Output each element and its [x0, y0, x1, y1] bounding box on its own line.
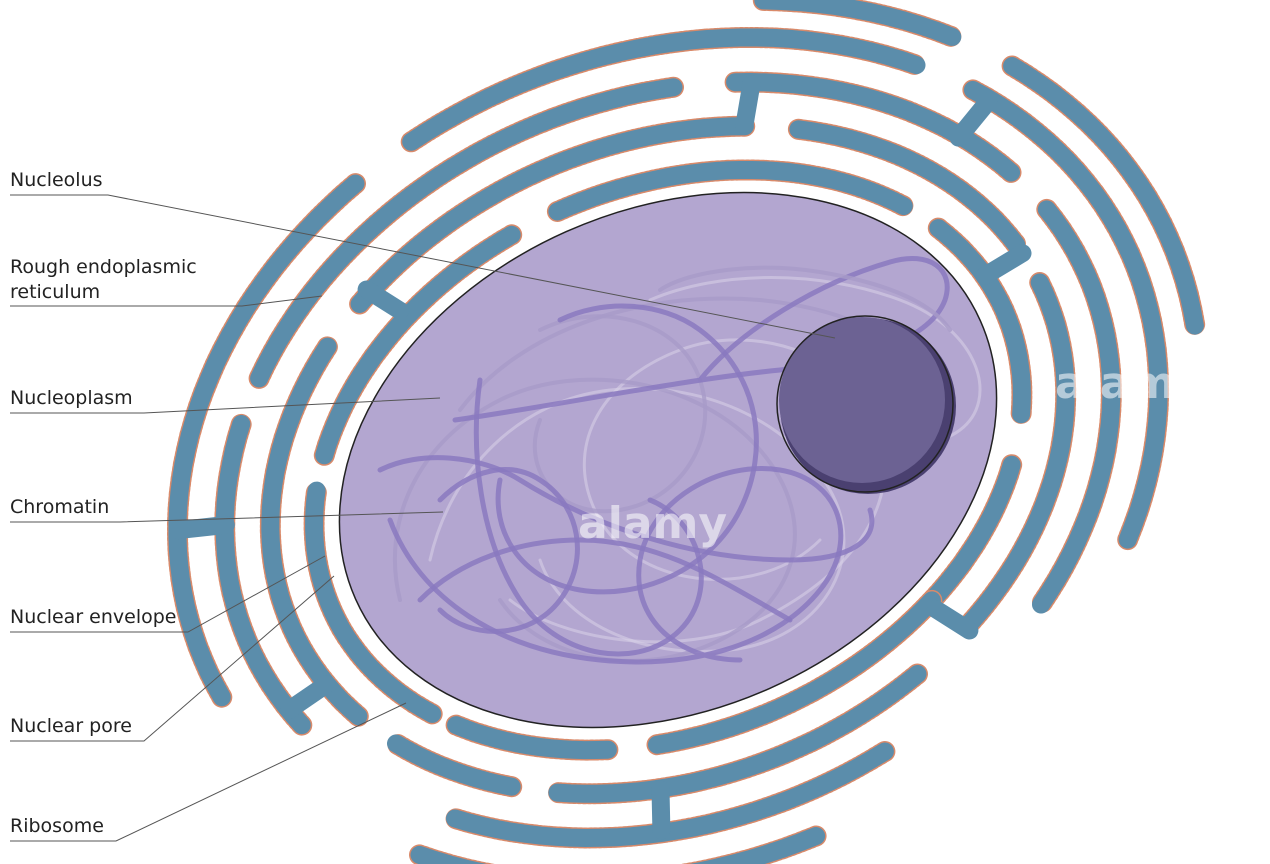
watermark-text-right: alamy [1055, 358, 1204, 409]
er-cisterna [402, 28, 926, 151]
er-cisterna [215, 415, 311, 735]
er-cisterna [261, 337, 368, 726]
label-nuclear-pore: Nuclear pore [10, 715, 132, 737]
chromatin-strands [377, 255, 982, 665]
label-nuclear-envelope: Nuclear envelope [10, 606, 176, 628]
label-nucleolus: Nucleolus [10, 169, 103, 191]
er-cisterna [648, 591, 941, 754]
er-cisterna [387, 734, 521, 796]
er-bridge [926, 600, 979, 640]
er-bridge [651, 780, 671, 840]
er-cisterna [305, 481, 442, 723]
leader-nuclear-envelope [10, 555, 326, 633]
er-cisterna [410, 827, 826, 864]
nucleus [338, 191, 998, 729]
er-cisterna [548, 665, 927, 803]
leader-ribosome [10, 702, 407, 842]
label-chromatin: Chromatin [10, 496, 109, 518]
nucleolus-outline [776, 315, 954, 493]
er-cisterna [1003, 57, 1204, 335]
chromatin-strand [452, 255, 950, 423]
chromatin-strand [495, 303, 759, 595]
nucleolus [776, 315, 956, 494]
er-cisterna [168, 174, 365, 707]
er-bridge [279, 675, 336, 720]
er-bridge [169, 515, 235, 540]
er-cisterna [350, 117, 754, 313]
leader-nuclear-pore [10, 575, 335, 742]
watermark-text: alamy [578, 498, 727, 549]
chromatin-strand [387, 466, 844, 665]
er-bridge [949, 92, 998, 147]
er-cisterna [958, 273, 1075, 636]
er-cisterna [754, 0, 962, 46]
er-cisterna [315, 225, 521, 465]
chromatin-strand [473, 377, 704, 657]
er-cisterna [789, 120, 1026, 254]
nucleoplasm-area [338, 191, 998, 729]
nucleolus-body [779, 317, 945, 483]
leader-nucleolus [10, 194, 836, 339]
er-cisterna [929, 219, 1031, 424]
watermark: alamy alamy [578, 358, 1204, 549]
labels: Nucleolus Rough endoplasmic reticulum Nu… [10, 169, 197, 837]
chromatin-strand [377, 455, 875, 563]
leader-chromatin [10, 511, 444, 523]
er-bridge [975, 244, 1032, 285]
leader-nucleoplasm [10, 397, 441, 414]
er-cisterna [447, 716, 617, 760]
chromatin-strand [658, 265, 952, 332]
leader-rough-er [10, 295, 323, 307]
label-rough-er-line2: reticulum [10, 281, 100, 303]
er-cisterna [548, 161, 913, 221]
label-nucleoplasm: Nucleoplasm [10, 387, 133, 409]
label-ribosome: Ribosome [10, 815, 104, 837]
er-bridge [357, 280, 410, 320]
chromatin-strand [417, 537, 793, 623]
chromatin-strand [437, 467, 580, 634]
leader-lines [10, 194, 836, 842]
er-cisterna [726, 72, 1021, 182]
er-cisterna [250, 78, 683, 388]
er-bridge [735, 75, 761, 135]
rough-endoplasmic-reticulum [167, 0, 1206, 864]
er-cisterna [1032, 200, 1121, 614]
label-rough-er-line1: Rough endoplasmic [10, 256, 197, 278]
er-cisterna [963, 80, 1168, 549]
